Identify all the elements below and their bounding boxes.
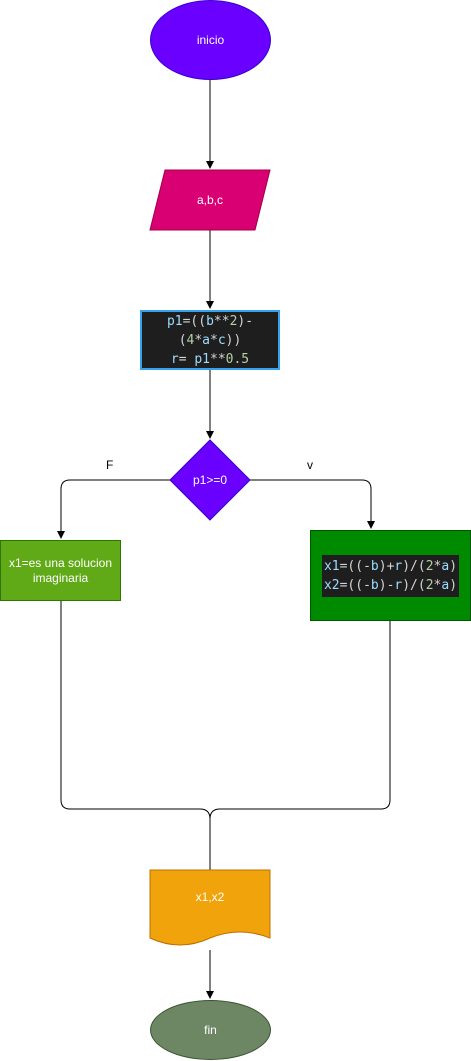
edge-decision-to-false <box>57 479 170 539</box>
output-node: x1,x2 <box>150 870 270 925</box>
decision-label: p1>=0 <box>192 472 228 487</box>
input-label: a,b,c <box>196 192 223 207</box>
process-line-2: (4*a*c)) <box>178 332 242 348</box>
edge-label-true: v <box>307 458 313 472</box>
input-node: a,b,c <box>150 170 270 230</box>
decision-diamond-shape <box>169 439 251 521</box>
start-terminator: inicio <box>150 0 271 80</box>
true-branch-line-2: x2=((-b)-r)/(2*a) <box>323 577 458 593</box>
input-parallelogram-shape <box>149 169 271 231</box>
output-document-shape <box>149 869 271 946</box>
process-line-1: p1=((b**2)- <box>166 313 254 329</box>
end-terminator: fin <box>150 1000 271 1060</box>
edge-label-false: F <box>106 458 114 472</box>
edge-false-to-merge <box>60 600 211 870</box>
edge-decision-to-true <box>250 479 375 529</box>
true-branch-code-block: x1=((-b)+r)/(2*a) x2=((-b)-r)/(2*a) <box>321 554 460 597</box>
decision-node: p1>=0 <box>170 440 250 520</box>
edge-true-to-merge <box>209 620 391 820</box>
false-branch-box: x1=es una solucion imaginaria <box>0 540 121 601</box>
true-branch-line-1: x1=((-b)+r)/(2*a) <box>323 558 458 574</box>
start-label: inicio <box>196 32 225 47</box>
end-label: fin <box>204 1022 217 1037</box>
process-box: p1=((b**2)- (4*a*c)) r= p1**0.5 <box>140 310 280 370</box>
true-branch-box: x1=((-b)+r)/(2*a) x2=((-b)-r)/(2*a) <box>310 530 471 621</box>
output-label: x1,x2 <box>195 890 225 904</box>
false-branch-label: x1=es una solucion imaginaria <box>8 555 113 585</box>
process-line-3: r= p1**0.5 <box>170 351 250 367</box>
